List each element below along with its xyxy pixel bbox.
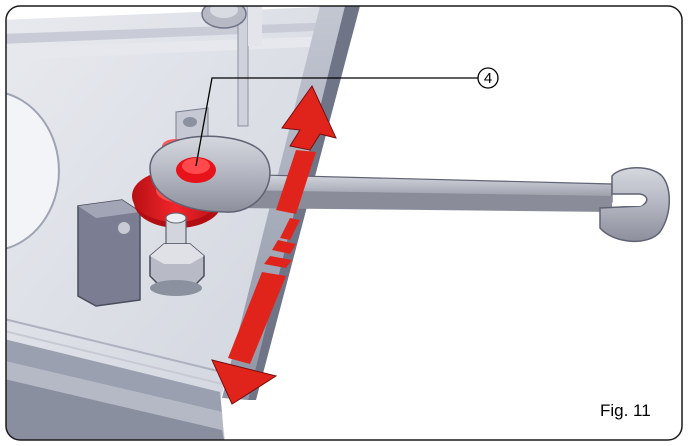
double-headed-arrow-icon <box>211 85 337 405</box>
callout-leader: 4 <box>195 67 499 167</box>
callout-number: 4 <box>484 70 492 87</box>
side-bracket <box>77 199 141 307</box>
figure-label: Fig. 11 <box>600 401 651 420</box>
hex-bolt <box>149 212 205 296</box>
callout-circle-icon <box>477 67 499 89</box>
open-end-wrench <box>149 135 670 243</box>
figure-frame <box>5 5 683 441</box>
